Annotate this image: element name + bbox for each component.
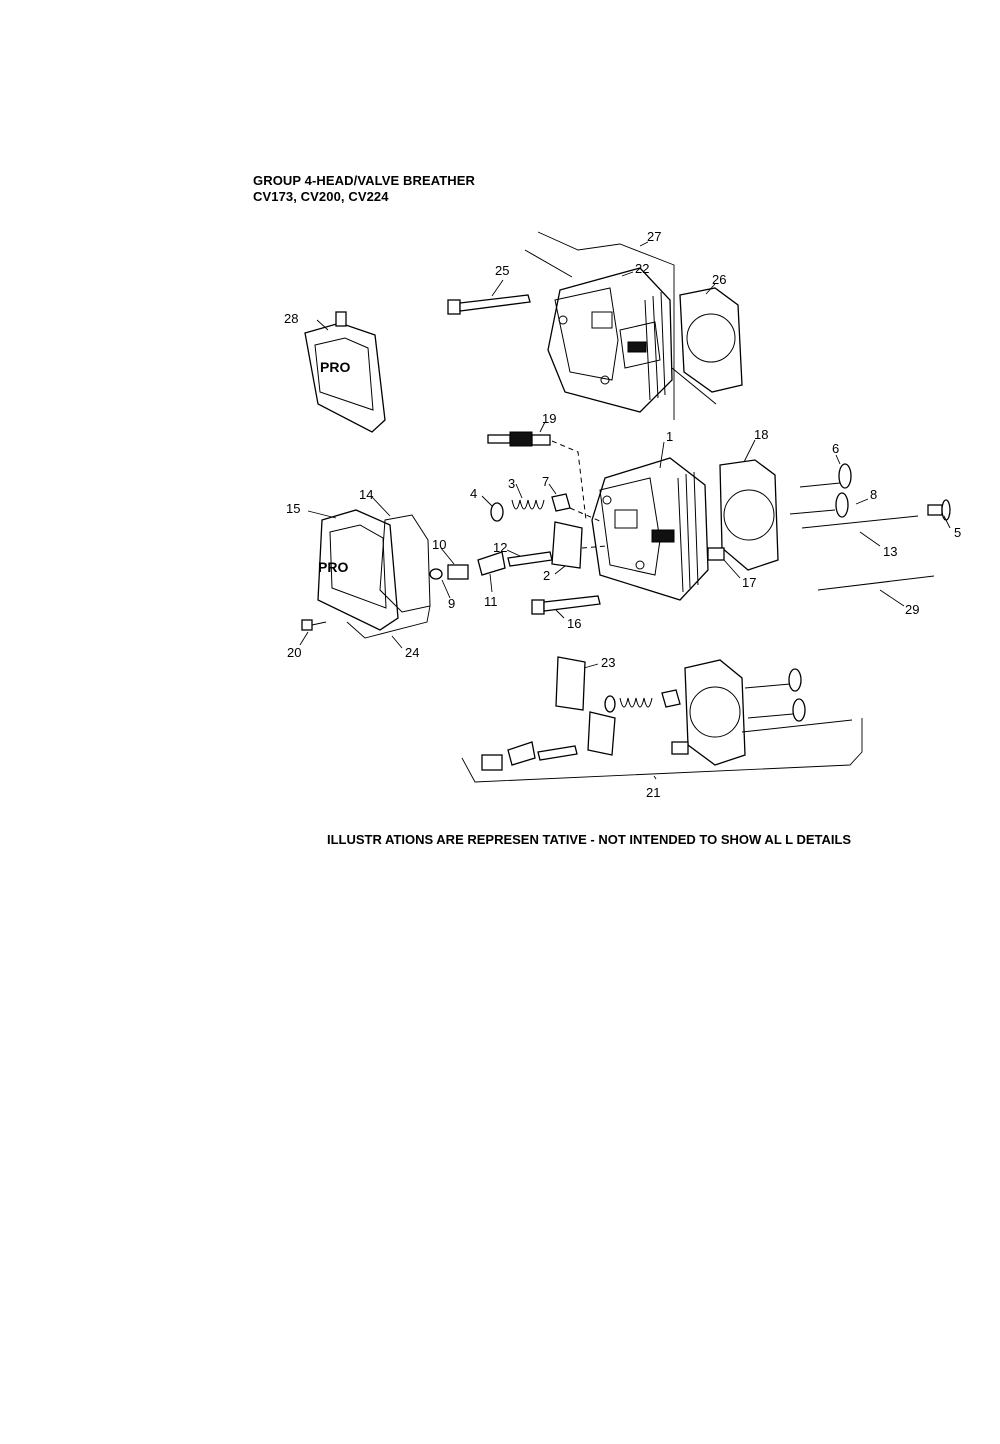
dowel-pin [707, 547, 725, 561]
rocker-pivot [447, 564, 469, 580]
callout-18: 18 [754, 427, 768, 442]
callout-6: 6 [832, 441, 839, 456]
callout-2: 2 [543, 568, 550, 583]
cylinder-head-main [591, 457, 709, 601]
cover-logo-upper: PRO [320, 359, 350, 375]
push-rod-13 [801, 515, 919, 529]
callout-4: 4 [470, 486, 477, 501]
callout-9: 9 [448, 596, 455, 611]
gasket-kit [481, 656, 853, 771]
callout-28: 28 [284, 311, 298, 326]
disclaimer-note: ILLUSTR ATIONS ARE REPRESEN TATIVE - NOT… [327, 832, 852, 847]
valve-spring [511, 499, 545, 510]
group-brackets [346, 231, 863, 783]
valve-intake [799, 463, 852, 489]
push-rod-29 [817, 575, 935, 591]
callout-29: 29 [905, 602, 919, 617]
callout-19: 19 [542, 411, 556, 426]
cover-logo-lower: PRO [318, 559, 348, 575]
callout-24: 24 [405, 645, 419, 660]
callout-25: 25 [495, 263, 509, 278]
callout-10: 10 [432, 537, 446, 552]
cylinder-head-upper [547, 267, 673, 413]
callout-labels: 1 2 3 4 5 6 7 8 9 10 11 12 13 14 15 16 1… [284, 229, 961, 800]
callout-8: 8 [870, 487, 877, 502]
diagram-title: GROUP 4-HEAD/VALVE BREATHER CV173, CV200… [253, 173, 475, 205]
cover-screw [301, 619, 327, 631]
spark-plug [487, 431, 551, 447]
callout-13: 13 [883, 544, 897, 559]
callout-7: 7 [542, 474, 549, 489]
leader-lines [299, 241, 951, 780]
callout-26: 26 [712, 272, 726, 287]
push-rods-upper [524, 249, 717, 405]
callout-21: 21 [646, 785, 660, 800]
callout-14: 14 [359, 487, 373, 502]
spring-retainer [490, 502, 504, 522]
title-line-models: CV173, CV200, CV224 [253, 189, 389, 204]
callout-23: 23 [601, 655, 615, 670]
callout-11: 11 [484, 594, 498, 609]
callout-3: 3 [508, 476, 515, 491]
title-line-group: GROUP 4-HEAD/VALVE BREATHER [253, 173, 476, 188]
callout-22: 22 [635, 261, 649, 276]
valve-cover-upper: PRO [304, 311, 386, 433]
callout-15: 15 [286, 501, 300, 516]
head-gasket-upper [679, 287, 743, 393]
callout-27: 27 [647, 229, 661, 244]
valve-cap [551, 493, 571, 512]
callout-16: 16 [567, 616, 581, 631]
valve-guide-lines [569, 507, 607, 549]
callout-5: 5 [954, 525, 961, 540]
callout-20: 20 [287, 645, 301, 660]
valve-exhaust [789, 492, 849, 518]
rocker-arm [477, 551, 506, 576]
valve-rotator [927, 499, 951, 521]
head-bolt-lower [531, 595, 601, 615]
head-gasket-main [719, 459, 779, 571]
guide-plate [551, 521, 583, 569]
valve-cover-lower: PRO [317, 509, 399, 631]
head-bolt [447, 294, 531, 315]
rocker-stud [507, 551, 553, 567]
rocker-nut [429, 568, 443, 580]
spark-plug-guide-line [551, 440, 587, 521]
callout-12: 12 [493, 540, 507, 555]
callout-17: 17 [742, 575, 756, 590]
callout-1: 1 [666, 429, 673, 444]
